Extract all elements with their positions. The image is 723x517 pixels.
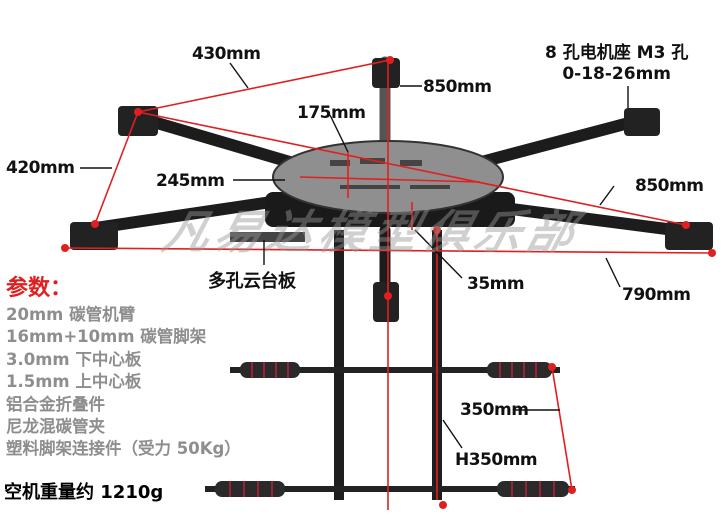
leader-lines	[80, 62, 629, 449]
specs-list: 20mm 碳管机臂 16mm+10mm 碳管脚架 3.0mm 下中心板 1.5m…	[6, 304, 241, 461]
gimbal-plate-label: 多孔云台板	[208, 271, 296, 292]
motor-mounts	[70, 58, 713, 322]
motor-mount-note-line1: 8 孔电机座 M3 孔	[545, 43, 689, 63]
dimension-lines	[64, 59, 713, 510]
dim-h350mm: H350mm	[455, 450, 538, 470]
spec-item: 16mm+10mm 碳管脚架	[6, 327, 207, 347]
spec-item: 塑料脚架连接件（受力 50Kg）	[6, 439, 241, 459]
motor-mount-note-line2: 0-18-26mm	[562, 64, 672, 84]
specs-title: 参数：	[6, 276, 73, 301]
spec-item: 铝合金折叠件	[6, 394, 105, 414]
dim-430mm: 430mm	[192, 44, 261, 64]
motor-mount-note: 8 孔电机座 M3 孔 0-18-26mm	[545, 43, 688, 85]
dim-245mm: 245mm	[156, 171, 225, 191]
spec-item: 1.5mm 上中心板	[6, 372, 142, 392]
dimension-points	[61, 56, 716, 509]
spec-item: 3.0mm 下中心板	[6, 349, 142, 369]
watermark: 凡易达模型俱乐部	[156, 205, 588, 259]
empty-weight: 空机重量约 1210g	[4, 482, 164, 503]
dim-35mm: 35mm	[467, 274, 525, 294]
dim-790mm: 790mm	[622, 285, 691, 305]
dim-850mm-diagonal: 850mm	[635, 176, 704, 196]
dim-420mm: 420mm	[6, 158, 75, 178]
spec-item: 尼龙混碳管夹	[6, 417, 105, 437]
dim-350mm: 350mm	[460, 400, 529, 420]
center-plates	[230, 140, 515, 242]
dim-850mm-top: 850mm	[423, 77, 492, 97]
spec-item: 20mm 碳管机臂	[6, 305, 136, 324]
dim-175mm: 175mm	[297, 103, 366, 123]
